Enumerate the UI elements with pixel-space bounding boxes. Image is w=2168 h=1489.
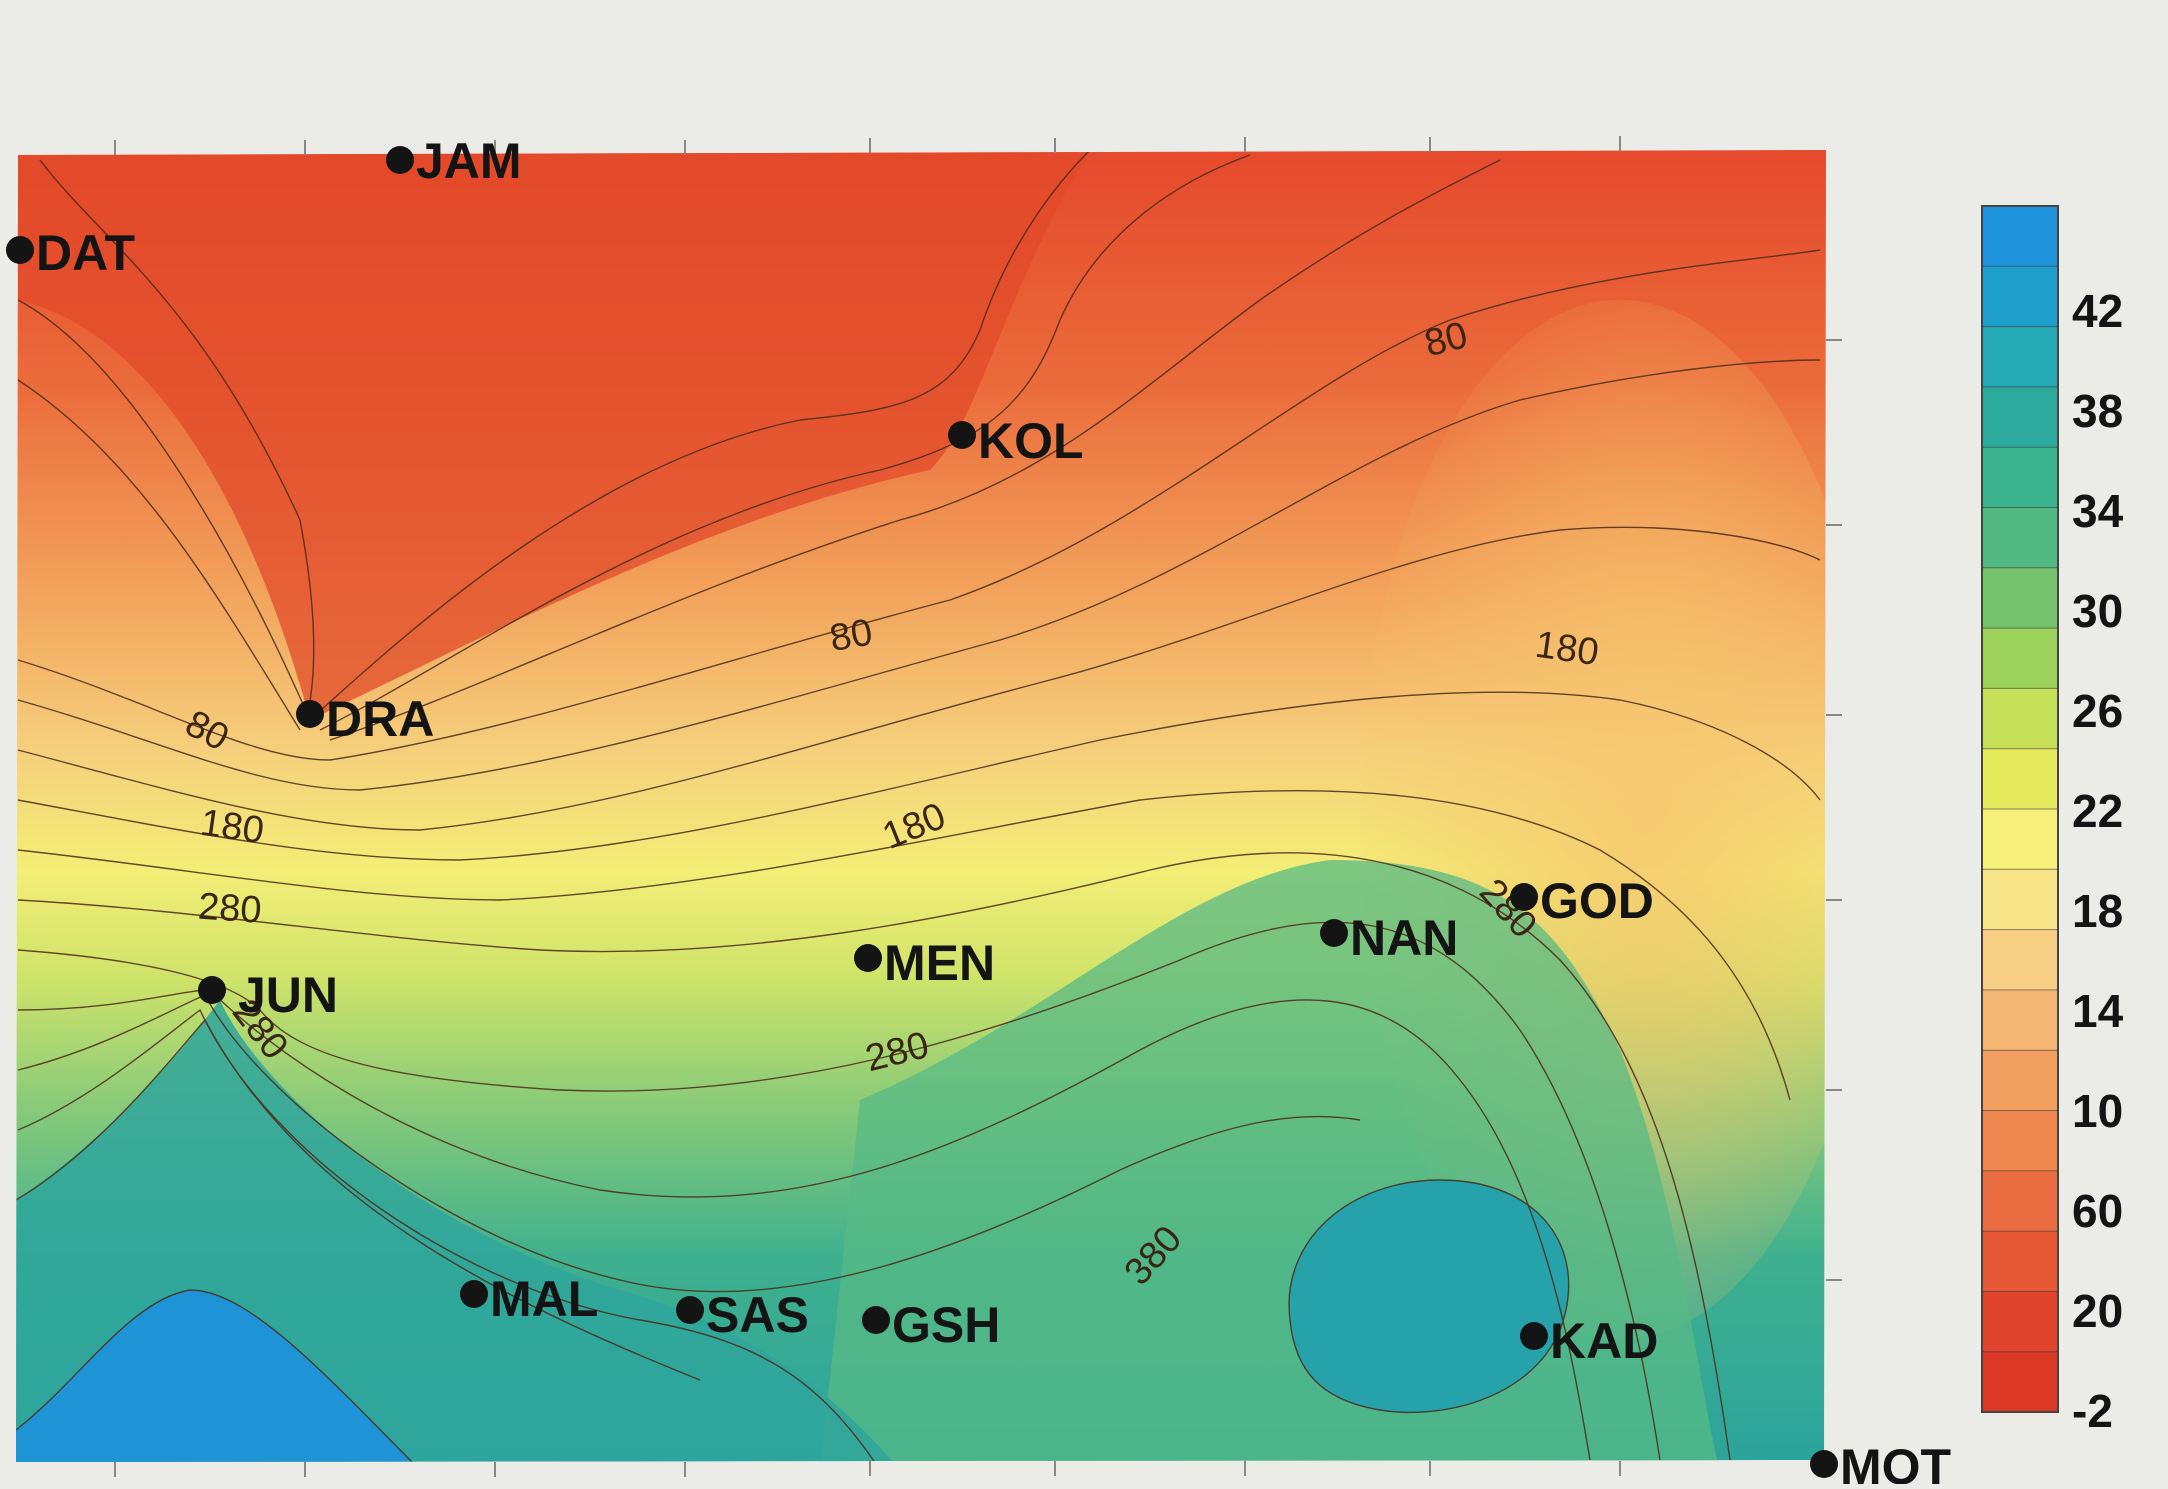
station-label-god: GOD: [1540, 873, 1654, 929]
station-label-mal: MAL: [490, 1271, 598, 1327]
station-marker-men: [854, 944, 882, 972]
station-marker-jun: [198, 976, 226, 1004]
station-marker-god: [1510, 883, 1538, 911]
contour-label: 180: [198, 802, 267, 852]
colorbar-swatch: [1982, 929, 2058, 991]
colorbar-tick-label: 26: [2072, 685, 2123, 737]
station-label-men: MEN: [884, 935, 995, 991]
colorbar-tick-label: -2: [2072, 1385, 2113, 1437]
colorbar-tick-label: 10: [2072, 1085, 2123, 1137]
colorbar-swatch: [1982, 628, 2058, 689]
station-marker-dat: [6, 236, 34, 264]
colorbar-swatch: [1982, 326, 2058, 388]
colorbar-tick-label: 34: [2072, 485, 2124, 537]
station-marker-mot: [1810, 1450, 1838, 1478]
station-markers: JAM DAT KOL DRA GOD NAN MEN JUN MAL SAS …: [6, 133, 1951, 1489]
station-label-dra: DRA: [326, 691, 434, 747]
colorbar-tick-label: 18: [2072, 885, 2123, 937]
station-marker-gsh: [862, 1306, 890, 1334]
colorbar-frame: [1981, 205, 2059, 1413]
station-marker-dra: [296, 700, 324, 728]
colorbar-swatch: [1982, 869, 2058, 931]
colorbar-swatch: [1982, 1351, 2058, 1413]
station-label-nan: NAN: [1350, 910, 1458, 966]
station-marker-sas: [676, 1296, 704, 1324]
station-label-jam: JAM: [416, 133, 522, 189]
colorbar-swatch: [1982, 386, 2058, 448]
colorbar-swatch: [1982, 1170, 2058, 1232]
colorbar-swatch: [1982, 1291, 2058, 1353]
station-marker-mal: [460, 1280, 488, 1308]
station-label-sas: SAS: [706, 1287, 809, 1343]
colorbar-swatch: [1982, 809, 2058, 870]
colorbar-swatch: [1982, 1231, 2058, 1292]
contour-label: 80: [827, 611, 876, 660]
contour-field: [16, 150, 1826, 1462]
colorbar-swatch: [1982, 989, 2058, 1051]
colorbar-swatch: [1982, 507, 2058, 569]
colorbar-tick-label: 38: [2072, 385, 2123, 437]
axis-ticks: [114, 136, 1842, 1477]
colorbar-swatch: [1982, 688, 2058, 750]
colorbar: [1981, 205, 2059, 1413]
colorbar-labels: 42 38 34 30 26 22 18 14 10 60 20 -2: [2072, 285, 2124, 1437]
colorbar-swatch: [1982, 266, 2058, 328]
colorbar-tick-label: 20: [2072, 1285, 2123, 1337]
station-marker-kad: [1520, 1322, 1548, 1350]
contour-lines: [16, 150, 1821, 1462]
contour-label: 280: [197, 886, 263, 932]
colorbar-swatch: [1982, 748, 2058, 810]
colorbar-swatch: [1982, 1050, 2058, 1111]
contour-label: 80: [1421, 314, 1472, 365]
colorbar-swatch: [1982, 567, 2058, 629]
colorbar-tick-label: 60: [2072, 1185, 2123, 1237]
station-label-kad: KAD: [1550, 1313, 1658, 1369]
station-label-mot: MOT: [1840, 1439, 1951, 1484]
colorbar-tick-label: 14: [2072, 985, 2124, 1037]
station-marker-nan: [1320, 919, 1348, 947]
colorbar-swatch: [1982, 206, 2058, 267]
station-label-kol: KOL: [978, 413, 1084, 469]
colorbar-tick-label: 42: [2072, 285, 2123, 337]
station-marker-jam: [386, 146, 414, 174]
station-marker-kol: [948, 421, 976, 449]
colorbar-swatch: [1982, 447, 2058, 508]
station-label-gsh: GSH: [892, 1297, 1000, 1353]
contour-label: 180: [1533, 624, 1602, 674]
station-label-dat: DAT: [36, 225, 135, 281]
station-label-jun: JUN: [238, 967, 338, 1023]
colorbar-tick-label: 30: [2072, 585, 2123, 637]
colorbar-tick-label: 22: [2072, 785, 2123, 837]
colorbar-swatch: [1982, 1110, 2058, 1172]
